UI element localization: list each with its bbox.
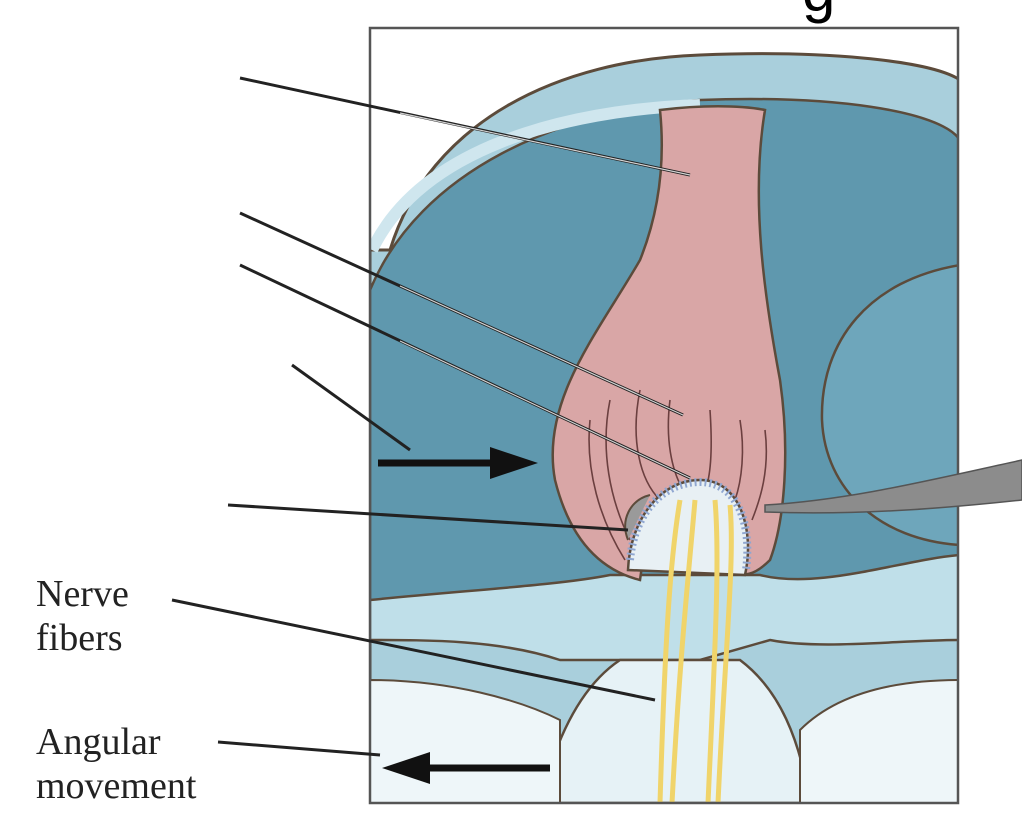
left-arrow-icon xyxy=(382,752,550,784)
crista-base-membrane xyxy=(370,553,958,662)
label-angular-line1: Angular xyxy=(36,721,161,763)
cut-off-title-fragment: g xyxy=(802,0,835,25)
label-nerve-fibers: Nerve fibers xyxy=(36,572,129,660)
label-angular-movement: Angular movement xyxy=(36,720,196,808)
pointer-wedge xyxy=(764,459,1022,514)
nerve-fiber-strands xyxy=(657,499,734,803)
label-nerve-line2: fibers xyxy=(36,617,123,659)
label-angular-line2: movement xyxy=(36,765,197,807)
leader-line-angular-movement xyxy=(217,740,381,757)
leader-line-nerve-fibers xyxy=(171,598,656,702)
leader-line-4 xyxy=(291,363,411,452)
leader-line-5 xyxy=(227,503,629,532)
utricle-bulge xyxy=(820,264,958,547)
figure-frame xyxy=(368,26,960,805)
label-nerve-line1: Nerve xyxy=(36,573,129,615)
right-arrow-icon xyxy=(378,447,538,479)
